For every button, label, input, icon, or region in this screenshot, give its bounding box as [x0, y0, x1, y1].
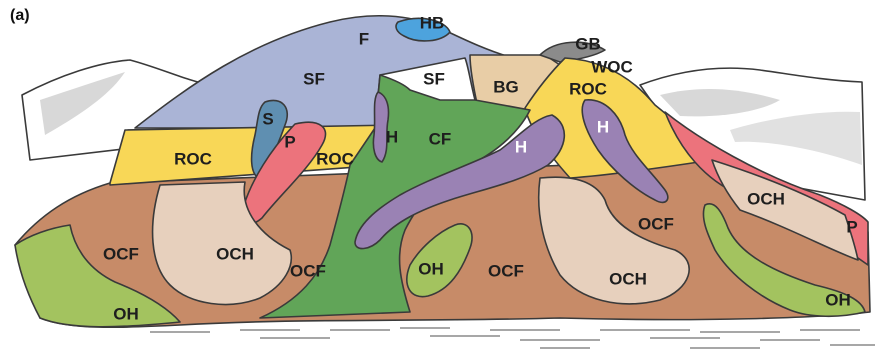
label-gb: GB: [575, 34, 601, 53]
label-h-small: H: [386, 127, 398, 146]
label-ocf-bottom: OCF: [488, 261, 524, 280]
label-sf-right: SF: [423, 69, 445, 88]
label-p-right: P: [846, 217, 857, 236]
label-hb: HB: [420, 13, 445, 32]
label-f: F: [359, 29, 369, 48]
label-ocf-right: OCF: [638, 214, 674, 233]
label-bg: BG: [493, 77, 519, 96]
label-h-right: H: [597, 117, 609, 136]
label-ocf-mid: OCF: [290, 261, 326, 280]
label-sf-left: SF: [303, 69, 325, 88]
label-oh-right: OH: [825, 290, 851, 309]
label-ocf-left: OCF: [103, 244, 139, 263]
label-p-center: P: [284, 132, 295, 151]
label-s: S: [262, 109, 273, 128]
panel-label: (a): [10, 7, 30, 24]
label-woc: WOC: [591, 57, 633, 76]
label-och-bottom: OCH: [609, 269, 647, 288]
ground-hatching: [150, 328, 875, 348]
label-h-center: H: [515, 137, 527, 156]
label-oh-small: OH: [418, 259, 444, 278]
label-och-right: OCH: [747, 189, 785, 208]
label-roc-left: ROC: [174, 149, 212, 168]
label-cf: CF: [429, 129, 452, 148]
label-och-left: OCH: [216, 244, 254, 263]
label-roc-top: ROC: [569, 79, 607, 98]
label-roc-mid: ROC: [316, 149, 354, 168]
label-oh-left: OH: [113, 304, 139, 323]
